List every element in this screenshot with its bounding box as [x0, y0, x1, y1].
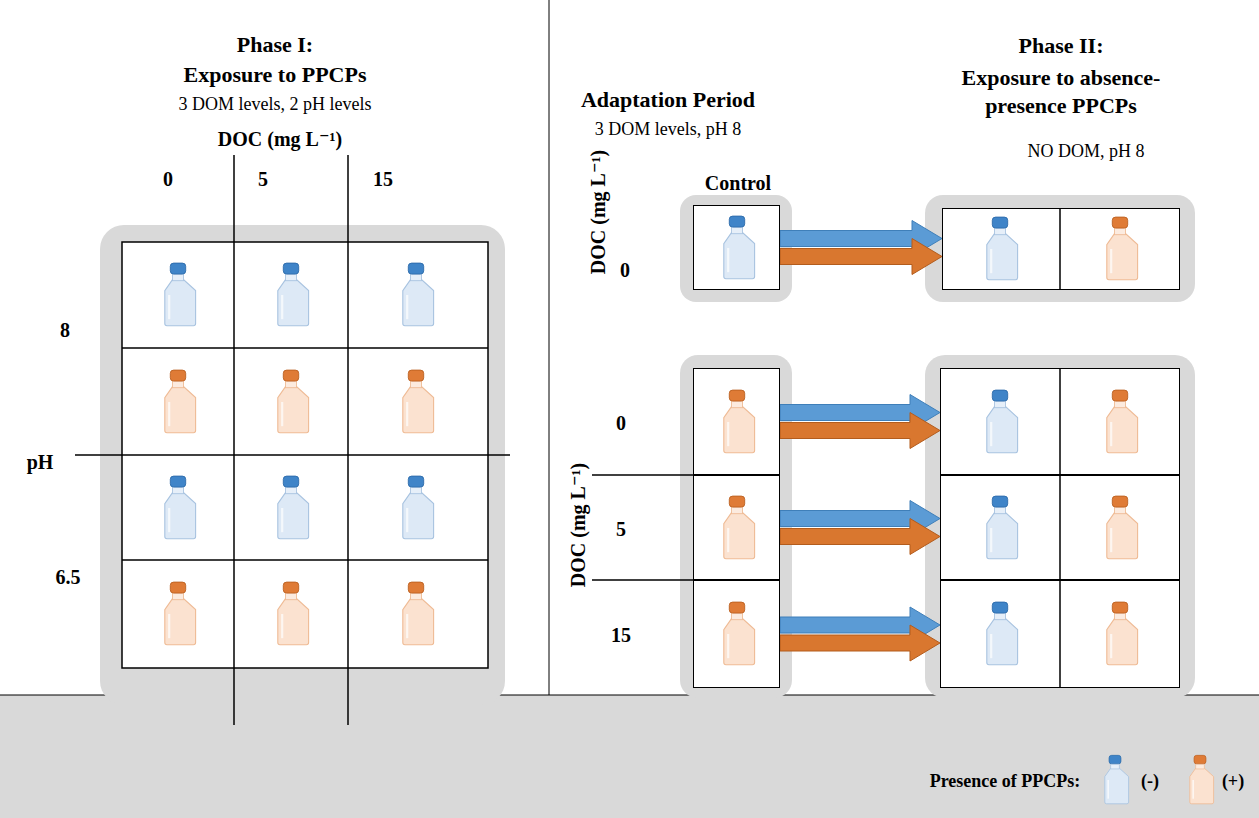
- flask-icon: [987, 496, 1018, 559]
- flask-icon: [724, 602, 755, 665]
- flask-icon: [165, 370, 196, 433]
- flask-icon: [1107, 602, 1138, 665]
- flask-icon: [724, 390, 755, 453]
- column-value: 0: [163, 167, 173, 191]
- flask-icon: [165, 582, 196, 645]
- flask-icon: [1107, 217, 1138, 280]
- flow-arrow: [780, 413, 940, 449]
- flask-icon: [987, 390, 1018, 453]
- legend-title: Presence of PPCPs:: [930, 771, 1081, 793]
- flask-icon: [403, 582, 434, 645]
- phase-heading: Exposure to absence-presence PPCPs: [931, 64, 1191, 119]
- flask-icons: [165, 216, 1214, 804]
- flask-icon: [403, 476, 434, 539]
- flask-icon: [1107, 390, 1138, 453]
- flask-icon: [165, 263, 196, 326]
- flask-icon: [1105, 755, 1129, 803]
- phase-subtitle: 3 DOM levels, pH 8: [595, 119, 742, 141]
- row-value: 5: [616, 516, 626, 541]
- phase-heading: Adaptation Period: [581, 87, 755, 113]
- flask-icon: [278, 582, 309, 645]
- flask-icon: [987, 217, 1018, 280]
- column-value: 5: [258, 167, 268, 191]
- phase-cell: [940, 368, 1180, 475]
- phase-box: Phase II:Exposure to absence-presence PP…: [942, 208, 1180, 290]
- row-value: 15: [611, 623, 631, 648]
- control-box: Control: [693, 205, 780, 290]
- flask-icon: [987, 602, 1018, 665]
- axis-label: DOC (mg L⁻¹): [566, 463, 590, 587]
- flask-icon: [1107, 496, 1138, 559]
- legend-text: (-): [1141, 771, 1159, 793]
- flow-arrow: [780, 519, 940, 555]
- flask-icon: [278, 476, 309, 539]
- row-value: 0: [616, 410, 626, 435]
- legend-text: (+): [1222, 771, 1244, 793]
- flask-icon: [278, 263, 309, 326]
- box-heading: Control: [705, 171, 771, 196]
- row-value: 8: [60, 318, 70, 342]
- phase-subtitle: 3 DOM levels, 2 pH levels: [179, 94, 372, 116]
- flask-icon: [724, 216, 755, 279]
- phase-heading: Phase I:: [237, 32, 313, 58]
- flow-arrow: [780, 625, 940, 661]
- flask-icon: [165, 476, 196, 539]
- flow-arrow: [780, 239, 942, 275]
- flask-icon: [1190, 755, 1214, 803]
- column-value: 15: [373, 167, 393, 191]
- phase-heading: NO DOM, pH 8: [1028, 140, 1145, 163]
- flask-icon: [403, 263, 434, 326]
- row-value: 6.5: [56, 565, 81, 589]
- flask-icon: [278, 370, 309, 433]
- axis-label: pH: [27, 450, 54, 474]
- axis-label: DOC (mg L⁻¹): [218, 127, 342, 151]
- adaptation-cell: 15: [693, 580, 780, 688]
- row-value: 0: [620, 258, 630, 282]
- adaptation-cell: 0: [693, 368, 780, 475]
- phase-heading: Exposure to PPCPs: [184, 62, 367, 88]
- axis-label: DOC (mg L⁻¹): [586, 150, 610, 274]
- adaptation-cell: 5: [693, 475, 780, 580]
- flask-icon: [403, 370, 434, 433]
- phase-cell: [940, 475, 1180, 580]
- flask-icon: [724, 496, 755, 559]
- phase-heading: Phase II:: [1019, 32, 1104, 60]
- phase-cell: [940, 580, 1180, 688]
